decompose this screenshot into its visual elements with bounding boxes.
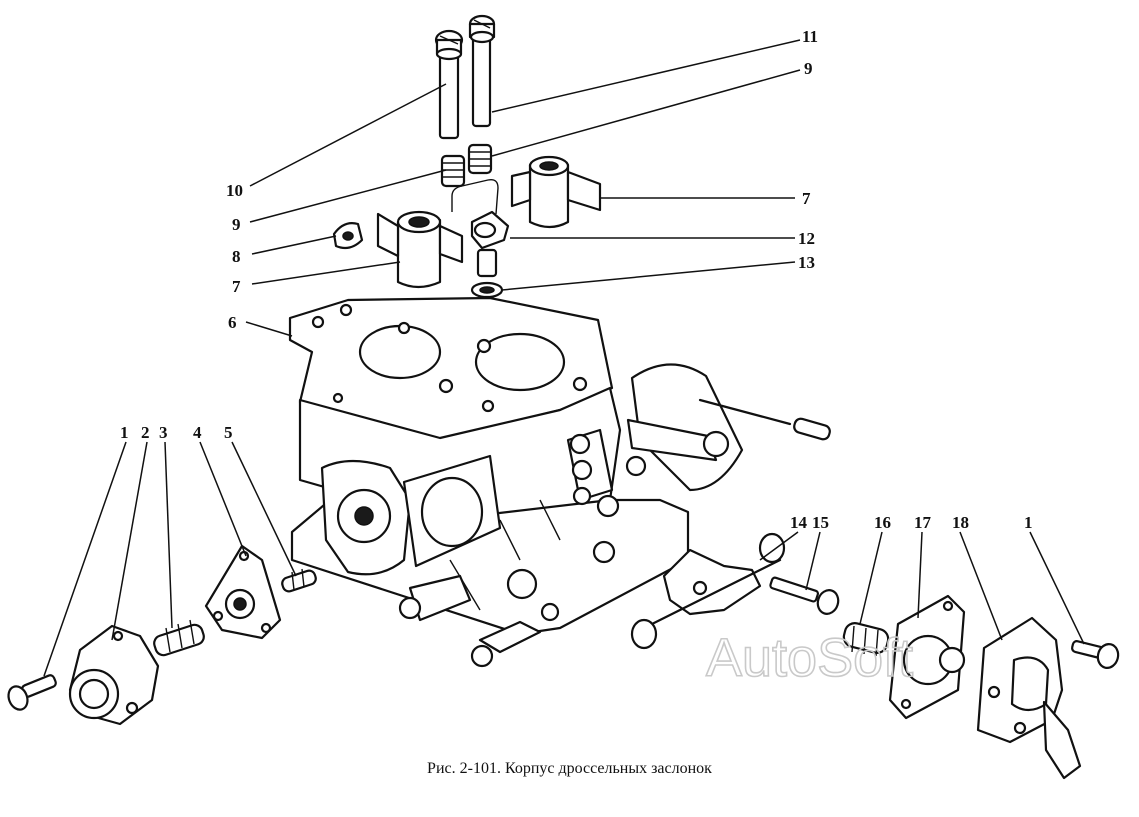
bracket-7-left: [376, 210, 464, 289]
callout-12: 12: [798, 229, 815, 248]
callout-7-right: 7: [802, 189, 811, 208]
spring-16: [842, 622, 890, 657]
callout-1-right: 1: [1024, 513, 1033, 532]
lever-14: [630, 532, 786, 650]
screw-10: [434, 29, 464, 140]
callout-14: 14: [790, 513, 808, 532]
spring-9-left: [440, 154, 466, 188]
diaphragm-4: [204, 544, 282, 640]
screw-15: [769, 576, 840, 615]
callout-8: 8: [232, 247, 241, 266]
wire-link: [451, 178, 499, 215]
callout-16: 16: [874, 513, 891, 532]
cover-2: [68, 624, 160, 726]
spring-5: [281, 568, 317, 593]
callout-5: 5: [224, 423, 233, 442]
callout-13: 13: [798, 253, 815, 272]
screw-11: [468, 14, 496, 128]
callout-4: 4: [193, 423, 202, 442]
diaphragm-17: [888, 594, 966, 720]
screw-1-right: [1071, 640, 1120, 669]
bracket-7-right: [510, 155, 602, 229]
figure-caption: Рис. 2-101. Корпус дроссельных заслонок: [427, 760, 712, 777]
callout-2: 2: [141, 423, 150, 442]
callout-3: 3: [159, 423, 168, 442]
callout-9-lower: 9: [232, 215, 241, 234]
leader-lines: [43, 39, 1085, 677]
callout-15: 15: [812, 513, 829, 532]
spring-3: [153, 619, 205, 657]
callout-labels: 11 9 10 9 7 8 12 7 13 6 1 2 3 4 5 14 15 …: [120, 27, 1033, 532]
callout-1-left: 1: [120, 423, 129, 442]
callout-10: 10: [226, 181, 243, 200]
callout-7-left: 7: [232, 277, 241, 296]
callout-6: 6: [228, 313, 237, 332]
callout-18: 18: [952, 513, 969, 532]
gasket-6: [288, 296, 614, 442]
callout-11: 11: [802, 27, 818, 46]
housing-18: [976, 616, 1082, 780]
callout-9-upper: 9: [804, 59, 813, 78]
washer-13: [470, 281, 504, 299]
rear-actuator: [596, 363, 831, 518]
clip-8: [332, 222, 364, 250]
spring-9-right: [467, 143, 493, 175]
callout-17: 17: [914, 513, 932, 532]
screw-1-left: [7, 674, 57, 711]
lever-12: [470, 210, 510, 250]
sleeve-12: [476, 248, 498, 278]
watermark: AutoSoft: [706, 628, 913, 688]
throttle-body: [290, 386, 690, 668]
